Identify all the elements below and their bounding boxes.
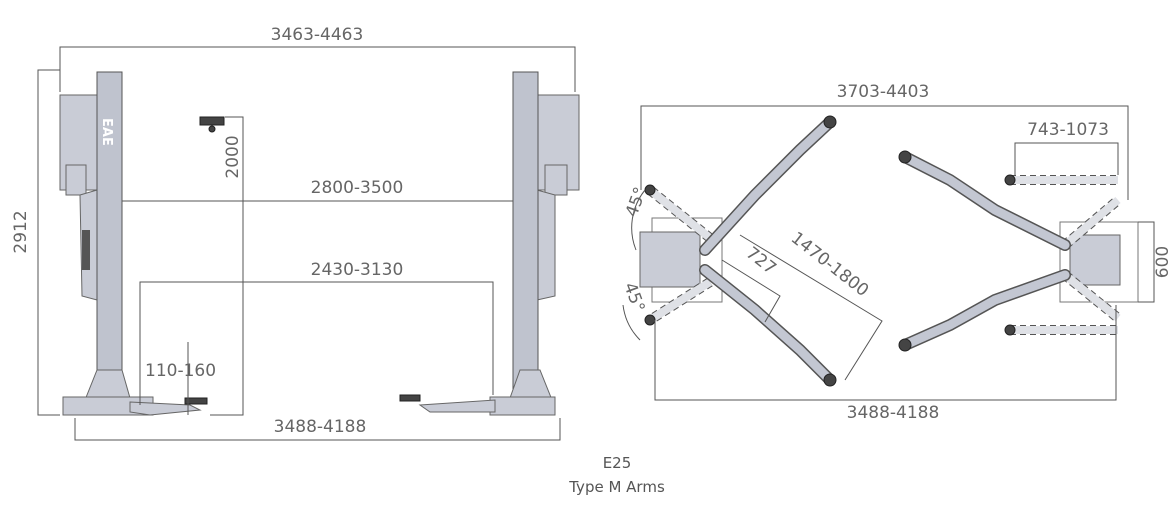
model-title: E25 bbox=[602, 454, 632, 472]
dim-pad-height bbox=[210, 116, 244, 416]
front-view: EAE 3463-4463 2912 2000 2800-3500 2430-3… bbox=[11, 25, 580, 441]
dim-top-base-width bbox=[654, 305, 1117, 401]
angle-arc-bottom bbox=[622, 304, 641, 341]
right-pump bbox=[544, 164, 568, 196]
dim-inner-width-bottom bbox=[139, 281, 494, 405]
label-height: 2912 bbox=[11, 210, 31, 253]
left-post-top bbox=[639, 231, 701, 288]
raised-lift-pad bbox=[199, 116, 225, 126]
angle-arc-top bbox=[631, 189, 646, 251]
left-lift-pad bbox=[184, 397, 208, 405]
label-min-pad-height: 110-160 bbox=[145, 361, 216, 381]
left-top-pad bbox=[823, 115, 837, 129]
model-subtitle: Type M Arms bbox=[569, 478, 665, 496]
label-base-width: 3488-4188 bbox=[274, 417, 367, 437]
control-panel bbox=[82, 230, 90, 270]
right-swing-pad-top bbox=[1004, 174, 1016, 186]
label-angle-top: 45° bbox=[622, 185, 651, 220]
left-arm-top bbox=[700, 117, 835, 255]
dim-base-width bbox=[74, 418, 561, 441]
dim-base-depth bbox=[1138, 221, 1155, 303]
right-arm-top bbox=[900, 152, 1070, 250]
right-arm-swing-top bbox=[1010, 176, 1121, 249]
left-bottom-pad bbox=[823, 373, 837, 387]
left-column-foot bbox=[84, 369, 131, 401]
right-lift-pad bbox=[399, 394, 421, 402]
left-arm-swing-bottom bbox=[647, 278, 713, 324]
right-post-top bbox=[1069, 234, 1121, 286]
raised-pad-foot bbox=[208, 125, 216, 133]
dim-height bbox=[37, 69, 60, 416]
right-arm-bottom bbox=[900, 270, 1070, 350]
right-column bbox=[512, 71, 539, 403]
left-arm-swing-top bbox=[647, 186, 713, 242]
label-inner-width-bottom: 2430-3130 bbox=[311, 260, 404, 280]
label-long-arm: 1470-1800 bbox=[787, 228, 872, 301]
right-base bbox=[489, 396, 556, 416]
label-overall-width: 3463-4463 bbox=[271, 25, 364, 45]
right-bottom-pad bbox=[898, 338, 912, 352]
dim-long-arm bbox=[739, 234, 883, 381]
right-arm-swing-bottom bbox=[1010, 271, 1121, 334]
left-arm bbox=[129, 401, 202, 416]
brand-logo: EAE bbox=[99, 118, 114, 146]
dim-top-overall bbox=[640, 105, 1129, 200]
label-top-overall: 3703-4403 bbox=[837, 82, 930, 102]
top-view: 3703-4403 743-1073 600 1470-1800 727 45°… bbox=[619, 82, 1173, 423]
right-arm bbox=[418, 399, 496, 413]
right-top-pad bbox=[898, 150, 912, 164]
dim-short-arm bbox=[721, 259, 781, 323]
left-arm-bottom bbox=[700, 265, 835, 385]
label-short-arm-range: 743-1073 bbox=[1027, 120, 1109, 140]
right-carriage bbox=[536, 189, 556, 301]
label-inner-width-top: 2800-3500 bbox=[311, 178, 404, 198]
left-pump bbox=[65, 164, 87, 196]
label-short-arm: 727 bbox=[742, 243, 780, 279]
label-base-depth: 600 bbox=[1153, 246, 1173, 278]
dim-overall-width bbox=[59, 46, 576, 92]
label-top-base-width: 3488-4188 bbox=[847, 403, 940, 423]
dim-short-arm-range bbox=[1014, 142, 1119, 175]
label-pad-height: 2000 bbox=[223, 135, 243, 178]
left-swing-pad-bottom bbox=[644, 314, 656, 326]
right-swing-pad-bottom bbox=[1004, 324, 1016, 336]
